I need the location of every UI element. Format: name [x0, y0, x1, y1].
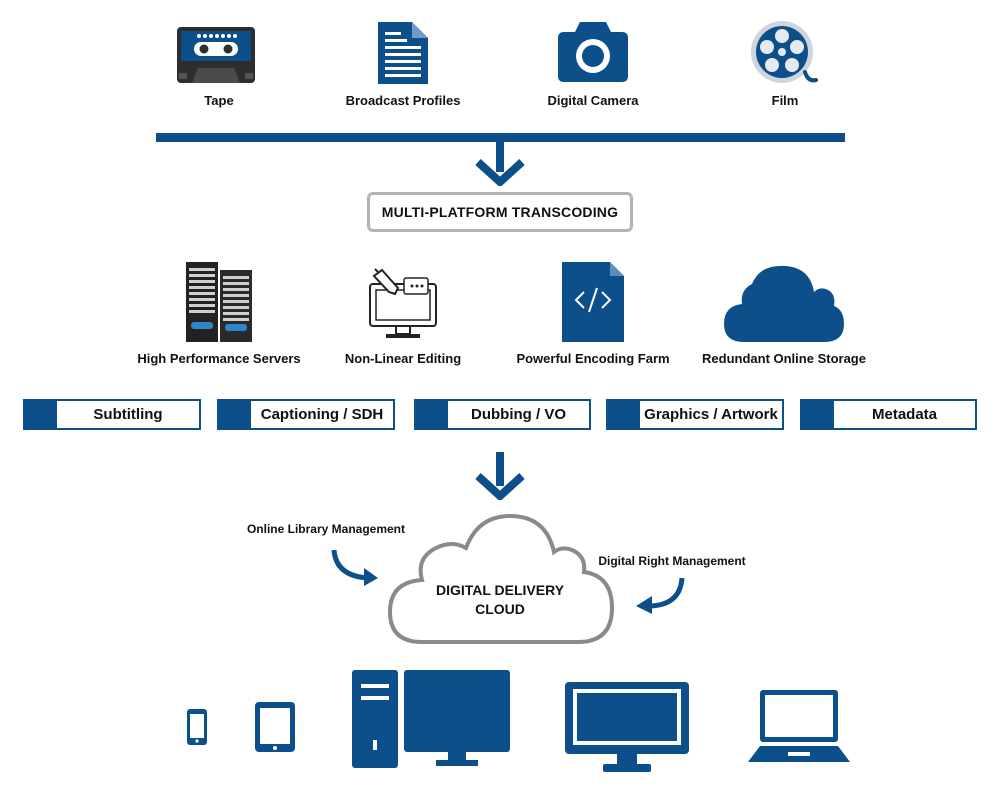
service-subtitling: Subtitling — [23, 399, 201, 430]
tape-icon — [177, 27, 255, 83]
desktop-computer-icon — [352, 670, 510, 768]
cloud-title-line1: DIGITAL DELIVERY — [435, 582, 565, 598]
editing-monitor-icon — [369, 268, 437, 338]
cloud-icon — [724, 265, 844, 342]
service-captioning: Captioning / SDH — [217, 399, 395, 430]
down-arrow-icon — [475, 142, 525, 186]
service-marker — [608, 401, 640, 428]
note-digital-rights: Digital Right Management — [598, 554, 746, 568]
server-icon — [186, 262, 252, 342]
service-label: Subtitling — [93, 406, 163, 423]
infra-label-servers: High Performance Servers — [137, 351, 301, 366]
infra-label-encoding: Powerful Encoding Farm — [516, 351, 670, 366]
source-label-digital-camera: Digital Camera — [547, 93, 639, 108]
service-label: Metadata — [871, 406, 938, 423]
camera-icon — [558, 22, 628, 82]
film-reel-icon — [751, 21, 818, 83]
delivery-cloud-outline — [387, 513, 615, 644]
service-label: Dubbing / VO — [471, 406, 566, 423]
service-marker — [219, 401, 251, 428]
service-marker — [416, 401, 448, 428]
monitor-icon — [565, 682, 689, 772]
cloud-title-line2: CLOUD — [475, 601, 525, 617]
service-marker — [802, 401, 834, 428]
infra-label-storage: Redundant Online Storage — [702, 351, 866, 366]
code-file-icon — [562, 262, 624, 342]
source-label-tape: Tape — [204, 93, 234, 108]
laptop-icon — [748, 690, 850, 762]
collector-bar — [156, 133, 845, 142]
source-label-broadcast-profiles: Broadcast Profiles — [345, 93, 461, 108]
service-label: Graphics / Artwork — [644, 406, 778, 423]
service-metadata: Metadata — [800, 399, 977, 430]
service-label: Captioning / SDH — [260, 406, 384, 423]
curved-arrow-icon — [331, 549, 378, 586]
tablet-icon — [255, 702, 295, 752]
infra-label-editing: Non-Linear Editing — [344, 351, 462, 366]
service-dubbing: Dubbing / VO — [414, 399, 591, 430]
transcoding-box: MULTI-PLATFORM TRANSCODING — [367, 192, 633, 232]
service-marker — [25, 401, 57, 428]
service-graphics: Graphics / Artwork — [606, 399, 784, 430]
down-arrow-icon — [475, 452, 525, 500]
note-online-library: Online Library Management — [246, 522, 406, 536]
source-label-film: Film — [771, 93, 799, 108]
phone-icon — [187, 709, 207, 745]
document-icon — [378, 22, 428, 84]
curved-arrow-icon — [636, 577, 685, 614]
